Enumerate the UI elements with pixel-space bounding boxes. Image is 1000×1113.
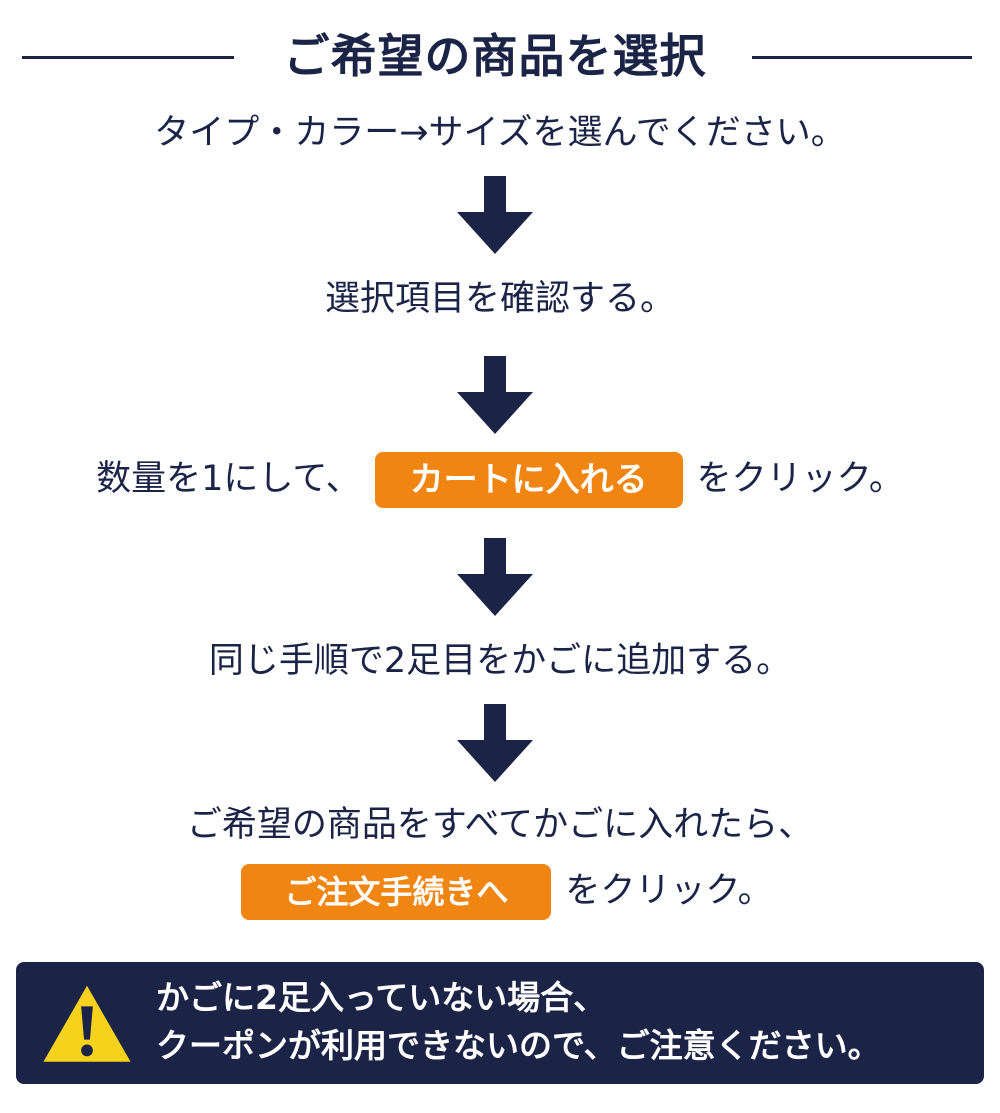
notice-text: かごに2足入っていない場合、 クーポンが利用できないので、ご注意ください。: [156, 974, 976, 1070]
step-2: 選択項目を確認する。: [0, 272, 1000, 326]
notice-box: かごに2足入っていない場合、 クーポンが利用できないので、ご注意ください。: [16, 962, 984, 1084]
step-5-line-1: ご希望の商品をすべてかごに入れたら、: [0, 798, 1000, 852]
step-4-text: 同じ手順で2足目をかごに追加する。: [208, 641, 792, 681]
arrow-down-icon: [457, 356, 533, 434]
step-5-text-after: をクリック。: [565, 871, 773, 911]
step-1: タイプ・カラー→サイズを選んでください。: [0, 106, 1000, 160]
notice-line-2: クーポンが利用できないので、ご注意ください。: [156, 1026, 881, 1065]
step-3: 数量を1にして、カートに入れるをクリック。: [0, 452, 1000, 508]
warning-icon: [38, 978, 136, 1067]
section-header: ご希望の商品を選択: [0, 18, 1000, 98]
step-3-text-after: をクリック。: [696, 459, 904, 499]
header-divider-left: [22, 56, 234, 59]
add-to-cart-button: カートに入れる: [374, 452, 683, 508]
step-1-text: タイプ・カラー→サイズを選んでください。: [154, 113, 846, 153]
step-5-line-2: ご注文手続きへをクリック。: [0, 864, 1000, 920]
step-3-text-before: 数量を1にして、: [96, 459, 361, 499]
header-divider-right: [752, 56, 972, 59]
page-title: ご希望の商品を選択: [283, 29, 707, 83]
checkout-button: ご注文手続きへ: [241, 864, 552, 920]
notice-line-1: かごに2足入っていない場合、: [156, 978, 607, 1017]
step-5-text: ご希望の商品をすべてかごに入れたら、: [186, 805, 814, 845]
arrow-down-icon: [457, 704, 533, 782]
step-4: 同じ手順で2足目をかごに追加する。: [0, 634, 1000, 688]
arrow-down-icon: [457, 176, 533, 254]
arrow-down-icon: [457, 538, 533, 616]
step-2-text: 選択項目を確認する。: [324, 279, 675, 319]
